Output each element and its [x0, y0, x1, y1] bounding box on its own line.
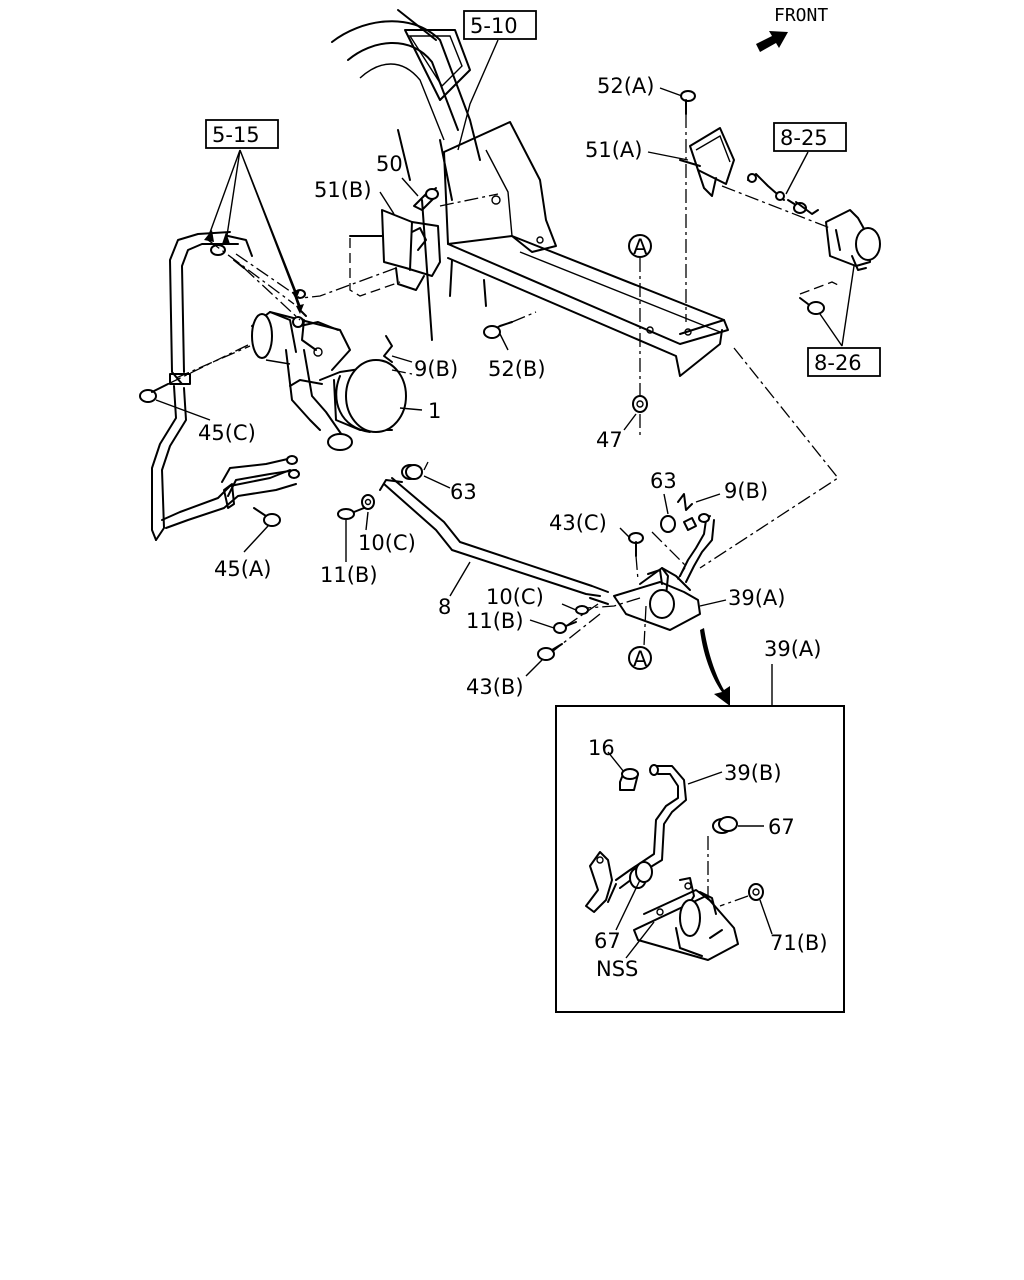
callout-11b-left: 11(B) — [320, 563, 378, 587]
leader-lines — [155, 87, 727, 677]
marker-a-top-label: A — [633, 235, 648, 259]
front-label: FRONT — [774, 5, 828, 26]
callout-50: 50 — [376, 152, 403, 176]
callout-51a: 51(A) — [585, 138, 642, 162]
detail-callout-39b: 39(B) — [724, 761, 782, 785]
callout-63-left: 63 — [450, 480, 477, 504]
callout-52a: 52(A) — [597, 74, 654, 98]
callout-8: 8 — [438, 595, 451, 619]
ref-box-5-15: 5-15 — [204, 119, 304, 314]
fasteners-left — [337, 494, 375, 520]
detail-callout-67-top: 67 — [768, 815, 795, 839]
bolt-50 — [413, 187, 439, 211]
frame-rail — [443, 121, 729, 377]
ref-8-25-label: 8-25 — [780, 126, 828, 150]
ref-box-5-10: 5-10 — [457, 10, 537, 151]
sleeve-16 — [619, 768, 639, 791]
callout-39a: 39(A) — [728, 586, 785, 610]
connection-lines — [175, 193, 839, 653]
control-rod-8 — [379, 477, 609, 605]
heater-valve-1 — [251, 311, 407, 451]
lever-bracket-39a — [613, 513, 715, 631]
lever-arm — [585, 851, 617, 913]
detail-box: 16 39(B) 67 67 71(B) NSS — [555, 705, 845, 1013]
bushing-67-left — [629, 861, 653, 889]
detail-arrow-icon — [700, 628, 730, 706]
ref-5-15-label: 5-15 — [212, 123, 260, 147]
callout-9b-top: 9(B) — [414, 357, 458, 381]
bolt-52a — [680, 90, 696, 322]
callout-10c-left: 10(C) — [358, 531, 416, 555]
callout-11b-mid: 11(B) — [466, 609, 524, 633]
callout-39a-detail: 39(A) — [764, 637, 821, 661]
callout-47: 47 — [596, 428, 623, 452]
bolt-52b — [483, 311, 537, 339]
callout-9b-right: 9(B) — [724, 479, 768, 503]
cab-outline — [331, 9, 481, 341]
callout-43c: 43(C) — [549, 511, 607, 535]
detail-callout-71b: 71(B) — [770, 931, 828, 955]
callout-43b: 43(B) — [466, 675, 524, 699]
callout-51b: 51(B) — [314, 178, 372, 202]
fasteners-mid — [537, 605, 589, 661]
marker-a-bottom: A — [628, 646, 652, 671]
heater-pipes — [151, 231, 307, 541]
detail-bracket — [633, 877, 739, 961]
clip-9b-top — [383, 335, 393, 363]
ref-8-26-label: 8-26 — [814, 351, 862, 375]
callout-45c: 45(C) — [198, 421, 256, 445]
nut-47 — [632, 395, 648, 413]
bushing-67-top — [707, 816, 738, 900]
callout-10c-mid: 10(C) — [486, 585, 544, 609]
ref-5-10-label: 5-10 — [470, 14, 518, 38]
ref-box-8-26: 8-26 — [807, 265, 881, 377]
switch-assembly — [721, 173, 881, 315]
ref-box-8-25: 8-25 — [773, 122, 847, 195]
bushing-63-left — [401, 464, 423, 480]
front-arrow-icon — [756, 31, 788, 52]
detail-callout-67-bottom: 67 — [594, 929, 621, 953]
bracket-51a — [679, 127, 735, 197]
detail-callout-16: 16 — [588, 736, 615, 760]
callout-1: 1 — [428, 399, 441, 423]
marker-a-top: A — [628, 234, 652, 259]
callout-52b: 52(B) — [488, 357, 546, 381]
callout-63-right: 63 — [650, 469, 677, 493]
marker-a-bottom-label: A — [633, 647, 648, 671]
clip-71b — [719, 883, 764, 907]
bolt-43c — [628, 532, 644, 581]
clip-9b-right — [677, 493, 693, 511]
bracket-51b — [349, 209, 441, 297]
detail-callout-nss: NSS — [596, 957, 638, 981]
callout-45a: 45(A) — [214, 557, 271, 581]
bolt-45a — [253, 507, 281, 527]
